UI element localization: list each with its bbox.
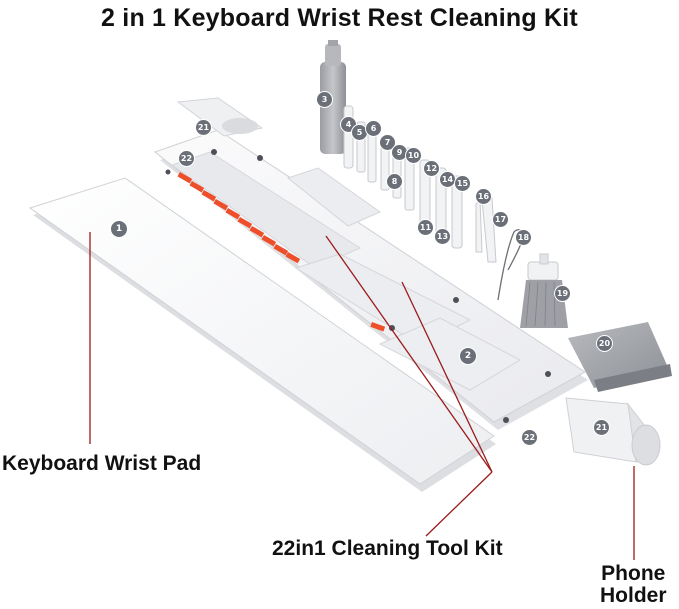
part-badge-8: 8 [387, 174, 402, 189]
part-badge-1: 1 [111, 221, 127, 237]
part-badge-2: 2 [460, 348, 476, 364]
part-badge-22-bottom: 22 [522, 430, 537, 445]
caption-phone-holder-line2: Holder [600, 584, 667, 607]
part-badge-13: 13 [435, 229, 450, 244]
caption-wrist-pad: Keyboard Wrist Pad [2, 452, 202, 475]
caption-phone-holder-line1: Phone [601, 562, 666, 585]
cleaning-cloth [568, 322, 672, 392]
phone-holder-bottom [565, 397, 661, 466]
part-badge-21-top: 21 [196, 120, 211, 135]
wire-hook [497, 229, 525, 301]
wrist-pad [28, 177, 496, 492]
part-badge-15: 15 [455, 176, 470, 191]
part-badge-6: 6 [366, 121, 381, 136]
part-badge-17: 17 [493, 212, 508, 227]
part-badge-14: 14 [440, 172, 455, 187]
part-badge-16: 16 [476, 189, 491, 204]
part-badge-5: 5 [352, 125, 367, 140]
part-badge-19: 19 [555, 286, 570, 301]
leader-lines [89, 232, 635, 560]
part-badge-9: 9 [392, 145, 407, 160]
part-badge-21-bottom: 21 [594, 420, 609, 435]
part-badge-12: 12 [424, 161, 439, 176]
part-badge-18: 18 [516, 230, 531, 245]
cleaning-tray [153, 129, 588, 430]
part-badge-20: 20 [597, 336, 612, 351]
page-title: 2 in 1 Keyboard Wrist Rest Cleaning Kit [101, 4, 578, 32]
part-badge-22-top: 22 [179, 151, 194, 166]
phone-holder-top [176, 97, 264, 137]
caption-phone-holder: Phone Holder [600, 563, 667, 607]
part-badge-3: 3 [317, 92, 332, 107]
part-badge-10: 10 [406, 148, 421, 163]
part-badge-7: 7 [380, 135, 395, 150]
caption-cleaning-kit: 22in1 Cleaning Tool Kit [272, 537, 503, 560]
spray-bottle [320, 40, 346, 154]
part-badge-11: 11 [418, 220, 433, 235]
